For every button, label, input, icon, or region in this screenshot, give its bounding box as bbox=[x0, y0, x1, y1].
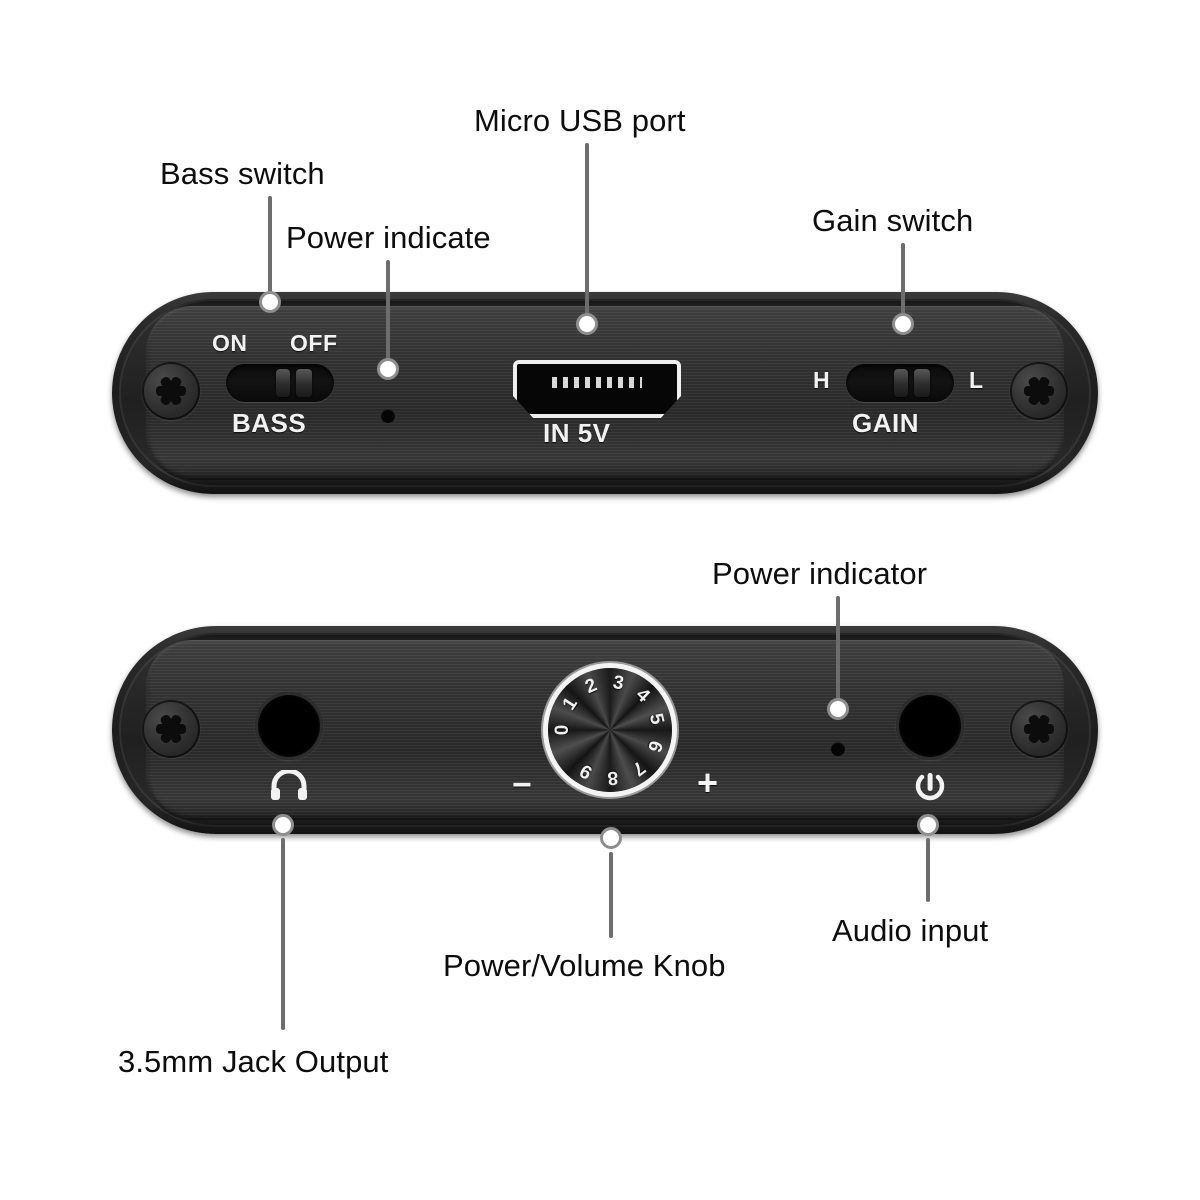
leader-line-bass-switch bbox=[268, 196, 272, 300]
leader-line-micro-usb-port bbox=[585, 143, 589, 322]
callout-marker-micro-usb-port bbox=[576, 313, 598, 335]
callout-marker-volume-knob bbox=[600, 827, 622, 849]
gain-low-label: L bbox=[969, 367, 984, 393]
callout-label-audio-input: Audio input bbox=[832, 913, 989, 948]
knob-numeral: 0 bbox=[552, 724, 573, 736]
volume-minus-label: − bbox=[512, 766, 533, 804]
knob-numeral: 5 bbox=[644, 711, 668, 727]
callout-marker-jack-output bbox=[272, 814, 294, 836]
leader-line-audio-input bbox=[926, 838, 930, 902]
leader-line-power-indicator bbox=[836, 596, 840, 707]
callout-label-jack-output: 3.5mm Jack Output bbox=[118, 1044, 389, 1079]
micro-usb-port[interactable] bbox=[513, 360, 681, 418]
callout-label-bass-switch: Bass switch bbox=[160, 156, 325, 191]
bass-switch[interactable] bbox=[226, 364, 334, 402]
callout-label-power-indicator: Power indicator bbox=[712, 556, 928, 591]
knob-numeral: 9 bbox=[576, 759, 597, 783]
gain-switch[interactable] bbox=[846, 364, 954, 402]
power-led-pinhole-bottom bbox=[831, 742, 845, 756]
callout-marker-audio-input bbox=[917, 814, 939, 836]
gain-label: GAIN bbox=[852, 408, 919, 438]
callout-label-volume-knob: Power/Volume Knob bbox=[443, 948, 726, 983]
usb-in5v-label: IN 5V bbox=[543, 418, 611, 448]
callout-marker-gain-switch bbox=[892, 313, 914, 335]
screw-icon-bottom-left bbox=[142, 700, 200, 758]
callout-label-gain-switch: Gain switch bbox=[812, 203, 974, 238]
callout-label-power-indicate: Power indicate bbox=[286, 220, 491, 255]
leader-line-volume-knob bbox=[609, 852, 613, 938]
callout-marker-bass-switch bbox=[259, 291, 281, 313]
screw-icon-top-left bbox=[142, 362, 200, 420]
leader-line-gain-switch bbox=[901, 243, 905, 322]
screw-star-glyph bbox=[1024, 713, 1054, 745]
usb-pins bbox=[552, 377, 642, 388]
audio-input-icon bbox=[913, 769, 947, 808]
device-top-panel: ON OFF BASS IN 5V H L GAIN bbox=[112, 292, 1098, 494]
callout-label-micro-usb-port: Micro USB port bbox=[474, 103, 686, 138]
knob-numeral: 1 bbox=[558, 693, 582, 715]
knob-numeral: 4 bbox=[631, 684, 654, 707]
callout-marker-power-indicator bbox=[827, 698, 849, 720]
bass-off-label: OFF bbox=[290, 330, 338, 356]
knob-numeral: 8 bbox=[606, 766, 619, 789]
screw-star-glyph bbox=[156, 713, 186, 745]
knob-numeral: 6 bbox=[642, 737, 667, 755]
screw-icon-top-right bbox=[1010, 362, 1068, 420]
callout-marker-power-indicate bbox=[377, 358, 399, 380]
power-led-pinhole-top bbox=[381, 409, 395, 423]
bass-on-label: ON bbox=[212, 330, 248, 356]
headphone-jack[interactable] bbox=[255, 692, 323, 760]
screw-star-glyph bbox=[1024, 375, 1054, 407]
screw-icon-bottom-right bbox=[1010, 700, 1068, 758]
leader-line-jack-output bbox=[281, 838, 285, 1030]
headphone-icon bbox=[269, 768, 309, 805]
volume-plus-label: + bbox=[697, 762, 719, 803]
gain-high-label: H bbox=[813, 367, 831, 393]
leader-line-power-indicate bbox=[386, 260, 390, 367]
knob-numeral: 7 bbox=[627, 756, 649, 780]
knob-numeral: 2 bbox=[582, 674, 601, 699]
knob-numeral: 3 bbox=[611, 671, 626, 695]
bass-label: BASS bbox=[232, 408, 307, 438]
audio-input-jack[interactable] bbox=[896, 692, 964, 760]
screw-star-glyph bbox=[156, 375, 186, 407]
